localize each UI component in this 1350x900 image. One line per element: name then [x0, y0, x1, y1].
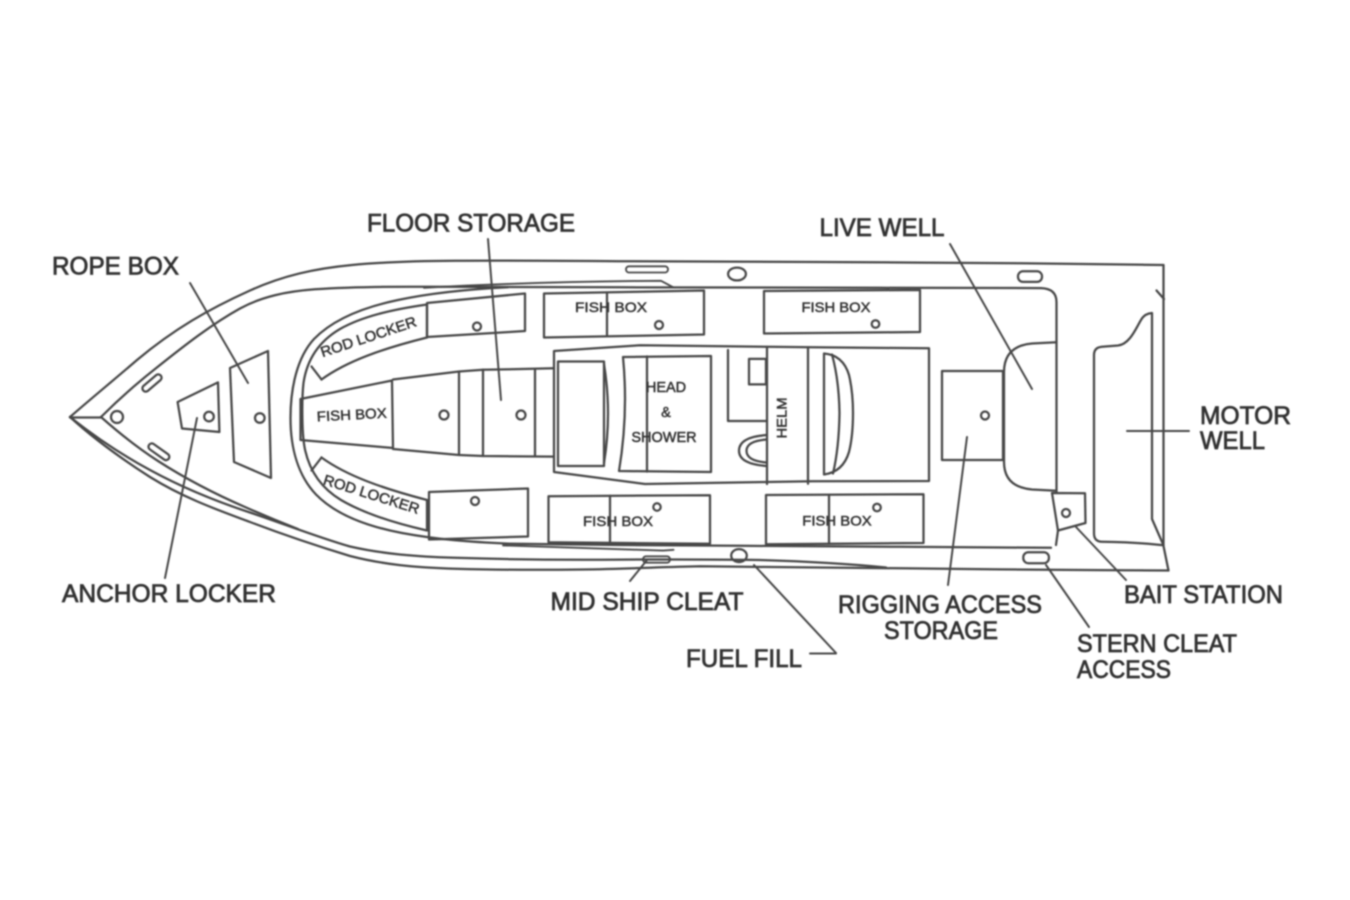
svg-text:ACCESS: ACCESS — [1077, 656, 1171, 684]
svg-text:&: & — [661, 405, 671, 421]
svg-text:HEAD: HEAD — [646, 380, 686, 396]
svg-text:ANCHOR LOCKER: ANCHOR LOCKER — [62, 580, 276, 608]
svg-text:STORAGE: STORAGE — [884, 617, 998, 645]
svg-text:FISH BOX: FISH BOX — [583, 513, 654, 529]
svg-text:LIVE WELL: LIVE WELL — [820, 214, 945, 242]
svg-text:FISH BOX: FISH BOX — [316, 405, 387, 425]
svg-text:ROPE BOX: ROPE BOX — [52, 253, 179, 281]
svg-text:FISH BOX: FISH BOX — [575, 299, 648, 315]
svg-text:MOTOR: MOTOR — [1200, 402, 1291, 430]
svg-text:FUEL FILL: FUEL FILL — [686, 645, 802, 673]
svg-text:BAIT STATION: BAIT STATION — [1124, 581, 1283, 609]
svg-text:MID SHIP CLEAT: MID SHIP CLEAT — [551, 588, 744, 616]
svg-text:FISH BOX: FISH BOX — [802, 299, 872, 315]
svg-text:SHOWER: SHOWER — [631, 430, 696, 446]
svg-text:FISH BOX: FISH BOX — [802, 513, 872, 529]
svg-text:WELL: WELL — [1200, 427, 1265, 455]
svg-text:RIGGING ACCESS: RIGGING ACCESS — [838, 591, 1042, 619]
svg-text:FLOOR STORAGE: FLOOR STORAGE — [367, 210, 575, 238]
svg-text:STERN CLEAT: STERN CLEAT — [1077, 630, 1237, 658]
svg-text:HELM: HELM — [774, 398, 790, 439]
